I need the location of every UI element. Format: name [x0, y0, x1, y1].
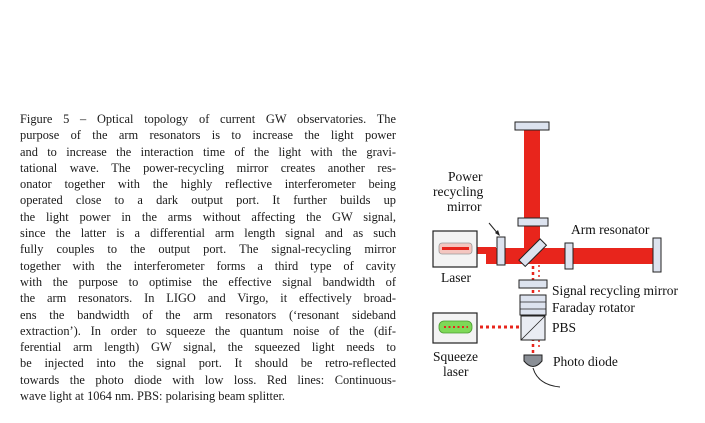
label-arm-resonator: Arm resonator — [571, 222, 650, 237]
beam-splitter — [518, 238, 548, 268]
input-mirror-top — [517, 217, 549, 227]
optical-topology-diagram: Power recycling mirror Arm resonator Las… — [432, 121, 678, 388]
caption-line: towards the photo diode with low loss. R… — [20, 372, 396, 387]
label-pbs: PBS — [552, 320, 576, 335]
laser-input-beam — [476, 247, 496, 254]
photo-diode-wire — [532, 367, 561, 388]
caption-line: be injected into the signal port. It sho… — [20, 356, 396, 371]
signal-recycling-mirror — [518, 279, 548, 289]
caption-line: fully couples to the output port. The si… — [20, 242, 396, 257]
label-squeeze-2: laser — [443, 364, 469, 379]
caption-line: since the latter is a differential arm l… — [20, 226, 396, 241]
faraday-rotator — [519, 294, 547, 316]
squeeze-laser-crystal — [438, 320, 473, 334]
caption-line: purpose of the arm resonators is to incr… — [20, 128, 396, 143]
vertical-arm-beam — [524, 127, 540, 261]
power-recycling-mirror — [496, 236, 506, 266]
photo-diode — [523, 354, 543, 367]
figure-caption: Figure 5 – Optical topology of current G… — [20, 111, 396, 404]
label-laser: Laser — [441, 270, 471, 285]
power-recycling-arrowhead — [495, 230, 500, 236]
label-power-1: Power — [448, 169, 483, 184]
label-power-3: mirror — [447, 199, 482, 214]
label-squeeze-1: Squeeze — [433, 349, 478, 364]
caption-line: ens the bandwidth of the arm resonators … — [20, 307, 396, 322]
end-mirror-right — [652, 237, 662, 273]
caption-line: and to increase the interaction time of … — [20, 144, 396, 159]
caption-line: onator together with the highly reflecti… — [20, 177, 396, 192]
caption-line: with the purpose to optimise the effecti… — [20, 274, 396, 289]
label-power-2: recycling — [433, 184, 483, 199]
caption-line: the arm resonators. In LIGO and Virgo, i… — [20, 291, 396, 306]
pbs-diagonal — [520, 315, 546, 341]
label-faraday: Faraday rotator — [552, 300, 635, 315]
input-mirror-right — [564, 242, 574, 270]
label-photo-diode: Photo diode — [553, 354, 618, 369]
caption-line: Figure 5 – Optical topology of current G… — [20, 112, 396, 126]
caption-line: extraction’). In order to squeeze the qu… — [20, 323, 396, 338]
caption-line: ferential arm length) GW signal, the squ… — [20, 340, 396, 355]
label-signal-recycling: Signal recycling mirror — [552, 283, 678, 298]
end-mirror-top — [514, 121, 550, 131]
caption-line: the light power in the arms without affe… — [20, 209, 396, 224]
caption-line: together with the interferometer forms a… — [20, 258, 396, 273]
caption-line: tational wave. The power-recycling mirro… — [20, 160, 396, 175]
caption-line: operated close to a dark output port. It… — [20, 193, 396, 208]
caption-line: wave light at 1064 nm. PBS: polarising b… — [20, 389, 286, 404]
laser-core — [442, 247, 469, 250]
